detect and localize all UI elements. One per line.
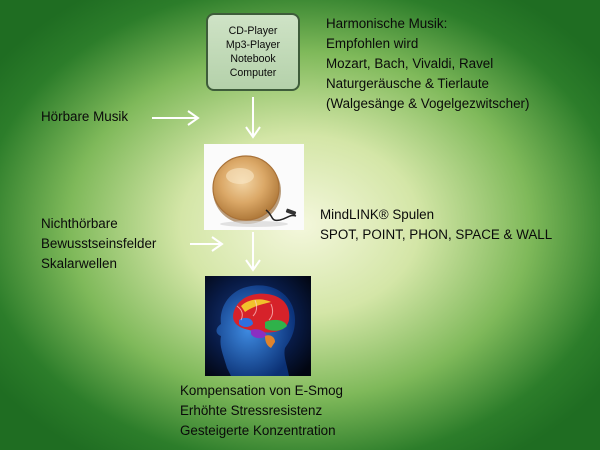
coil-image (204, 144, 304, 230)
arrow-right-icon (190, 236, 224, 252)
inaudible-line: Skalarwellen (41, 256, 117, 271)
effects-line: Erhöhte Stressresistenz (180, 403, 323, 418)
inaudible-line: Bewusstseinsfelder (41, 236, 157, 251)
effects-line: Gesteigerte Konzentration (180, 423, 336, 438)
arrow-down-icon (245, 232, 261, 272)
coil-line: MindLINK® Spulen (320, 207, 435, 222)
brain-head-image (205, 276, 311, 376)
music-line: Naturgeräusche & Tierlaute (326, 76, 490, 91)
coil-text-block: MindLINK® Spulen SPOT, POINT, PHON, SPAC… (320, 205, 552, 245)
inaudible-text-block: Nichthörbare Bewusstseinsfelder Skalarwe… (41, 214, 156, 274)
arrow-down-icon (245, 97, 261, 139)
arrow-right-icon (152, 110, 200, 126)
music-line: (Walgesänge & Vogelgezwitscher) (326, 96, 530, 111)
device-box: CD-Player Mp3-Player Notebook Computer (206, 13, 300, 91)
music-line: Empfohlen wird (326, 36, 419, 51)
device-line: Computer (229, 67, 277, 79)
device-line: CD-Player (228, 25, 278, 37)
device-line: Notebook (230, 53, 276, 65)
music-text-block: Harmonische Musik: Empfohlen wird Mozart… (326, 14, 529, 114)
effects-text-block: Kompensation von E-Smog Erhöhte Stressre… (180, 381, 343, 441)
inaudible-line: Nichthörbare (41, 216, 118, 231)
effects-line: Kompensation von E-Smog (180, 383, 344, 398)
audible-music-label: Hörbare Musik (41, 109, 129, 124)
device-line: Mp3-Player (225, 39, 281, 51)
coil-line: SPOT, POINT, PHON, SPACE & WALL (320, 227, 553, 242)
music-line: Mozart, Bach, Vivaldi, Ravel (326, 56, 494, 71)
music-line: Harmonische Musik: (326, 16, 448, 31)
